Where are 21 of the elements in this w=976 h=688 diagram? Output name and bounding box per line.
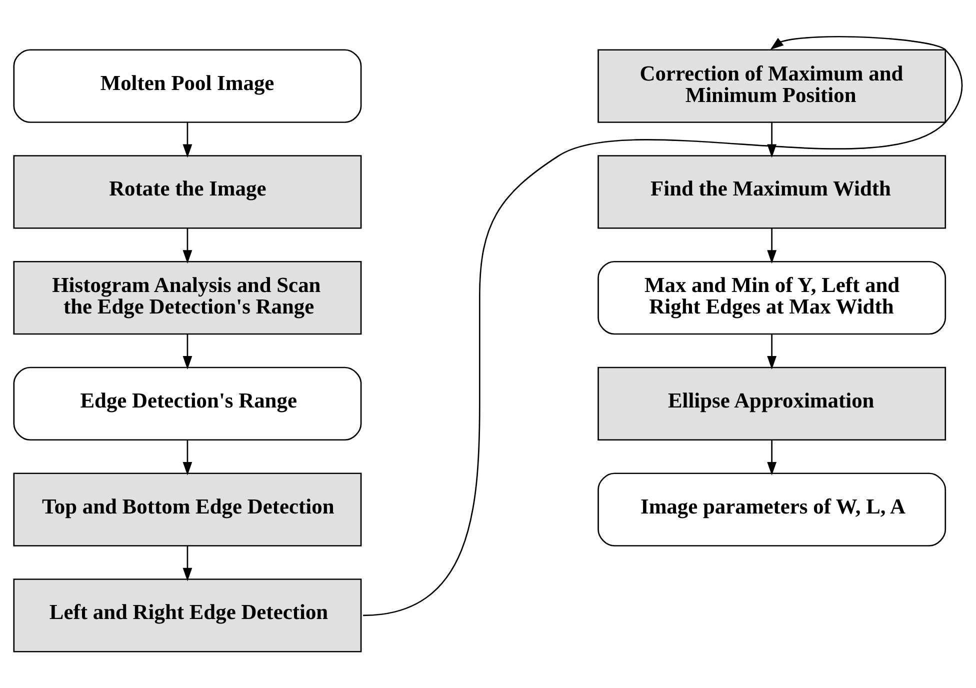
arrow — [362, 36, 962, 616]
arrow — [767, 228, 777, 264]
node-box: Molten Pool Image — [13, 49, 362, 123]
node-box: Image parameters of W, L, A — [598, 472, 946, 546]
arrow — [767, 334, 777, 370]
node-box: Edge Detection's Range — [13, 366, 362, 441]
node-box: Ellipse Approximation — [598, 366, 946, 441]
arrow — [767, 122, 777, 158]
node-box: Rotate the Image — [13, 155, 362, 229]
arrow — [182, 334, 192, 370]
node-box: Find the Maximum Width — [598, 155, 946, 229]
arrow — [182, 440, 192, 476]
node-box: Histogram Analysis and Scan the Edge Detection's Range — [13, 260, 362, 335]
arrow — [182, 228, 192, 264]
arrow — [182, 546, 192, 582]
node-box: Max and Min of Y, Left and Right Edges at Max Width — [598, 260, 946, 335]
arrow — [182, 122, 192, 158]
arrow — [767, 440, 777, 476]
node-box: Left and Right Edge Detection — [13, 578, 362, 652]
node-box: Correction of Maximum and Minimum Position — [598, 49, 946, 123]
node-box: Top and Bottom Edge Detection — [13, 472, 362, 546]
